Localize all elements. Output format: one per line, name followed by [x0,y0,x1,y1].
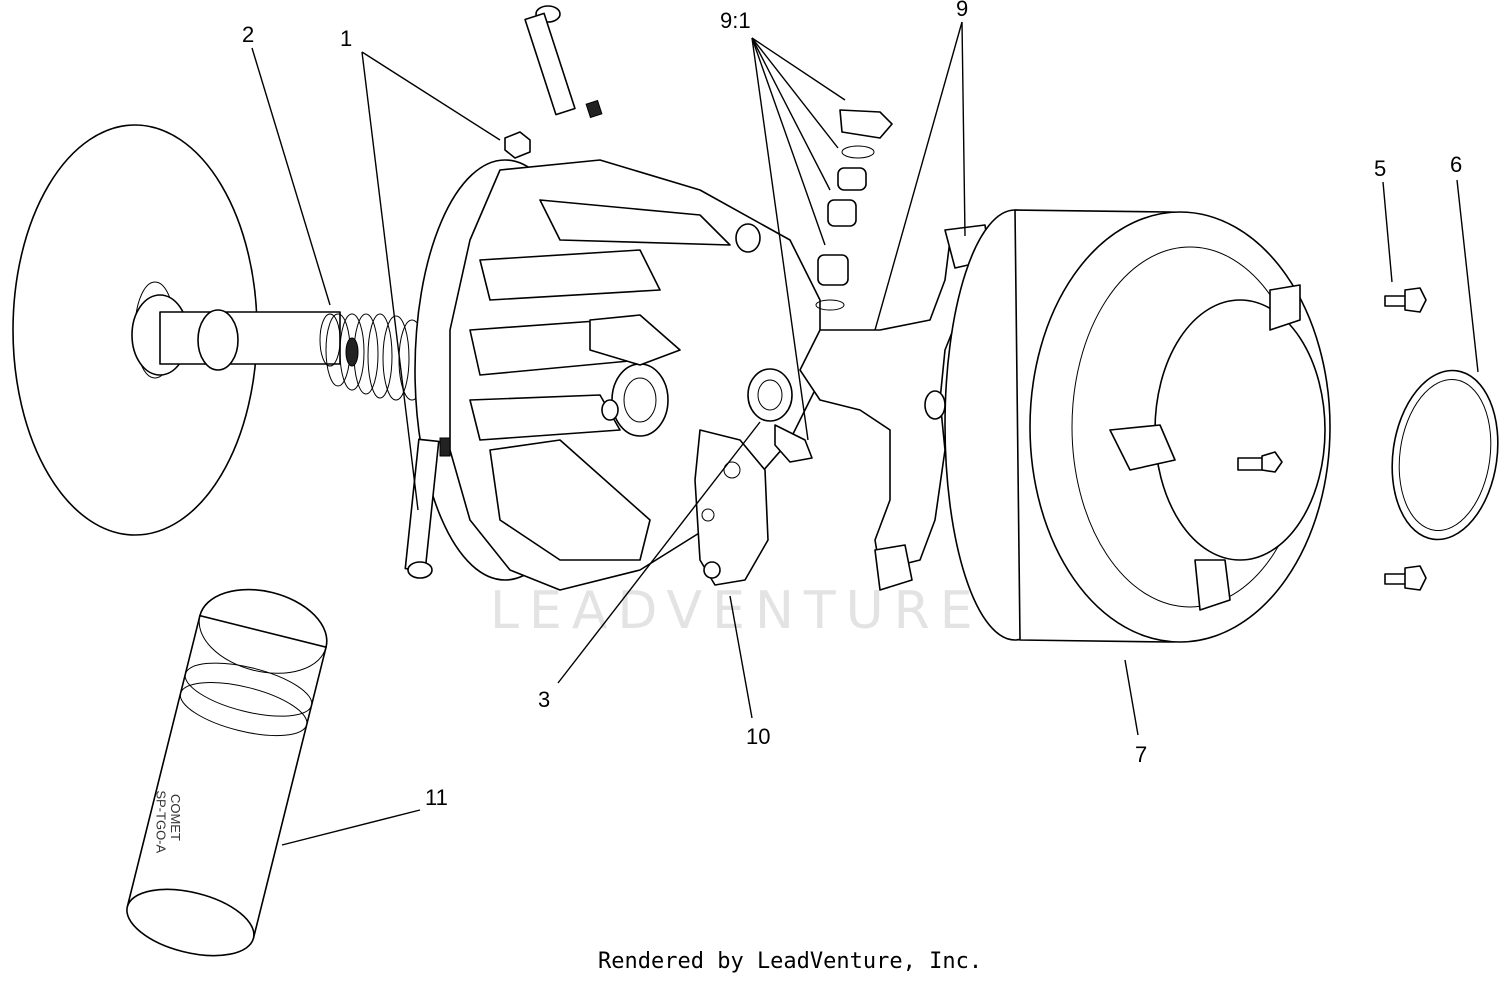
callout-6: 6 [1450,152,1462,177]
leader-lines [251,21,1479,846]
part-10-link-plate[interactable] [694,429,769,586]
part-3-washer[interactable] [747,368,813,463]
can-brand-label: COMET [168,794,183,841]
part-1-nut[interactable] [504,131,531,159]
callout-5: 5 [1374,156,1386,181]
top-bolt[interactable] [524,5,603,119]
can-code-label: SP-TGO-A [153,790,168,853]
part-2-sheave-shaft[interactable] [12,124,341,536]
part-11-spray-can[interactable]: COMET SP-TGO-A [117,576,335,967]
footer-credit: Rendered by LeadVenture, Inc. [598,949,982,974]
callout-2: 2 [242,22,254,47]
callout-1: 1 [340,26,352,51]
callout-9: 9 [956,0,968,21]
callout-7: 7 [1135,742,1147,767]
callout-9-1: 9:1 [720,8,751,33]
callout-10: 10 [746,724,770,749]
part-6-gasket-ring[interactable] [1382,364,1500,547]
callout-11: 11 [425,785,448,810]
callout-3: 3 [538,687,550,712]
pin-bolt[interactable] [404,437,451,579]
part-9-1-small-parts[interactable] [815,109,893,311]
watermark-text: LEADVENTURE [490,581,983,641]
part-5-bolts[interactable] [1384,287,1427,591]
spring [325,313,441,401]
callout-labels: 1 2 3 5 6 7 9 9:1 10 11 [242,0,1462,810]
part-7-drum-cover[interactable] [944,209,1331,643]
